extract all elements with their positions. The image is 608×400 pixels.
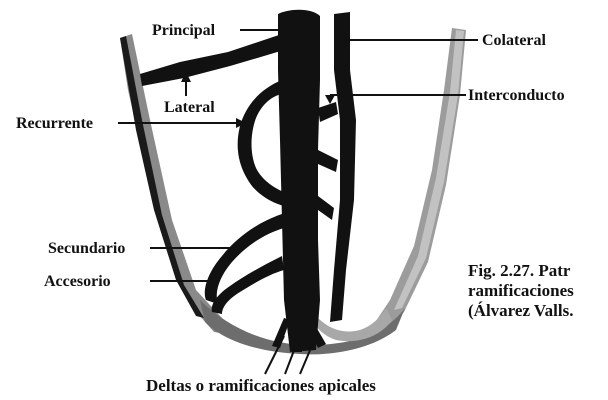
label-principal: Principal bbox=[152, 22, 216, 39]
interconducto-canal-2 bbox=[318, 150, 338, 172]
recurrente-canal bbox=[238, 80, 284, 206]
principal-canal bbox=[278, 10, 320, 352]
root-wall-right bbox=[370, 28, 466, 332]
label-deltas: Deltas o ramificaciones apicales bbox=[146, 376, 376, 395]
interconducto-canal-3 bbox=[318, 196, 334, 220]
label-recurrente: Recurrente bbox=[16, 115, 93, 132]
secundario-canal bbox=[205, 214, 284, 304]
label-accesorio: Accesorio bbox=[44, 273, 111, 290]
label-secundario: Secundario bbox=[48, 240, 125, 257]
figure-caption-line-3: (Álvarez Valls. bbox=[468, 301, 573, 320]
label-lateral: Lateral bbox=[164, 99, 215, 116]
arrowhead-interconducto bbox=[325, 95, 335, 104]
figure-caption-line-2: ramificaciones bbox=[468, 281, 574, 300]
label-colateral: Colateral bbox=[482, 32, 547, 49]
interconducto-canal bbox=[318, 102, 338, 122]
label-interconducto: Interconducto bbox=[468, 87, 565, 104]
figure-caption-line-1: Fig. 2.27. Patr bbox=[468, 261, 571, 280]
lateral-canal-top bbox=[140, 34, 284, 86]
